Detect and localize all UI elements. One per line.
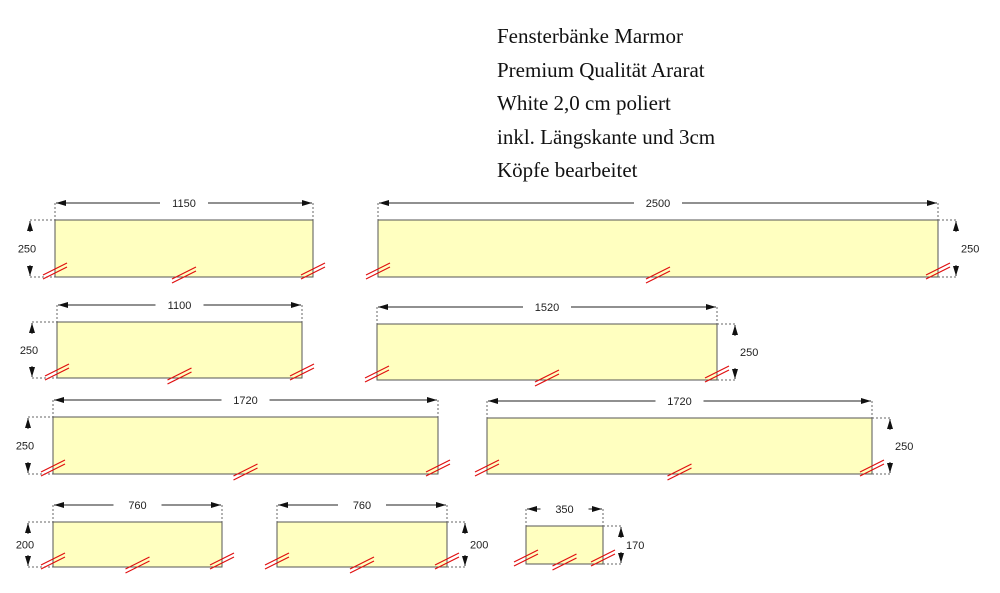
- edge-mark: [171, 270, 197, 284]
- edge-mark: [349, 556, 375, 570]
- edge-mark: [365, 266, 391, 280]
- edge-mark: [40, 556, 66, 570]
- edge-mark: [44, 367, 70, 381]
- width-label: 1520: [535, 302, 559, 314]
- width-label: 1720: [667, 396, 691, 408]
- edge-mark: [534, 369, 560, 383]
- slab-piece: 1150 250: [18, 198, 326, 284]
- edge-mark: [590, 553, 616, 567]
- edge-mark: [434, 552, 460, 566]
- slab-rect: [376, 323, 718, 381]
- title-line: Fensterbänke Marmor: [497, 24, 684, 48]
- edge-mark: [474, 459, 500, 473]
- edge-mark: [40, 463, 66, 477]
- edge-mark: [474, 463, 500, 477]
- slab-rect: [52, 521, 223, 568]
- edge-mark: [44, 363, 70, 377]
- slab-piece: 1100 250: [20, 300, 315, 385]
- edge-mark: [425, 463, 451, 477]
- height-label: 170: [626, 540, 644, 552]
- edge-mark: [645, 270, 671, 284]
- edge-mark: [552, 557, 577, 571]
- edge-mark: [40, 459, 66, 473]
- edge-mark: [667, 467, 692, 481]
- edge-mark: [209, 556, 235, 570]
- edge-mark: [125, 556, 150, 570]
- slab-rect: [525, 525, 604, 565]
- slab-piece: 1720 250: [16, 395, 451, 481]
- title-line: Köpfe bearbeitet: [497, 158, 638, 182]
- edge-mark: [859, 459, 885, 473]
- height-label: 250: [961, 244, 979, 256]
- title-line: White 2,0 cm poliert: [497, 91, 671, 115]
- edge-mark: [645, 266, 671, 280]
- edge-mark: [859, 463, 885, 477]
- edge-mark: [233, 467, 258, 481]
- edge-mark: [364, 365, 390, 379]
- width-label: 1100: [168, 300, 192, 312]
- edge-mark: [667, 463, 692, 477]
- height-label: 250: [740, 347, 758, 359]
- edge-mark: [300, 266, 326, 280]
- height-label: 200: [470, 540, 488, 552]
- edge-mark: [365, 262, 391, 276]
- edge-mark: [264, 556, 290, 570]
- slab-rect: [276, 521, 448, 568]
- edge-mark: [513, 553, 539, 567]
- slab-rect: [56, 321, 303, 379]
- slab-piece: 350 170: [513, 504, 644, 571]
- edge-mark: [171, 266, 197, 280]
- slab-piece: 1520 250: [364, 302, 758, 387]
- edge-mark: [534, 373, 560, 387]
- width-label: 350: [555, 504, 573, 516]
- slab-rect: [54, 219, 314, 278]
- title-line: inkl. Längskante und 3cm: [497, 124, 716, 149]
- title-block: Fensterbänke Marmor Premium Qualität Ara…: [497, 20, 715, 188]
- edge-mark: [167, 371, 192, 385]
- edge-mark: [289, 367, 315, 381]
- edge-mark: [364, 369, 390, 383]
- slab-rect: [486, 417, 873, 475]
- slab-rect: [52, 416, 439, 475]
- width-label: 760: [128, 500, 146, 512]
- edge-mark: [42, 266, 68, 280]
- edge-mark: [425, 459, 451, 473]
- height-label: 250: [895, 441, 913, 453]
- width-label: 760: [353, 500, 371, 512]
- height-label: 250: [18, 244, 36, 256]
- edge-mark: [925, 266, 951, 280]
- edge-mark: [704, 369, 730, 383]
- width-label: 1150: [172, 198, 196, 210]
- height-label: 250: [20, 345, 38, 357]
- edge-mark: [125, 560, 150, 574]
- edge-mark: [233, 463, 258, 477]
- edge-mark: [300, 262, 326, 276]
- edge-mark: [552, 553, 577, 567]
- edge-mark: [513, 549, 539, 563]
- width-label: 2500: [646, 198, 670, 210]
- slab-rect: [377, 219, 939, 278]
- height-label: 200: [16, 540, 34, 552]
- edge-mark: [264, 552, 290, 566]
- title-line: Premium Qualität Ararat: [497, 57, 705, 82]
- edge-mark: [167, 367, 192, 381]
- edge-mark: [40, 552, 66, 566]
- height-label: 250: [16, 441, 34, 453]
- edge-mark: [925, 262, 951, 276]
- slab-piece: 760 200: [264, 500, 488, 574]
- edge-mark: [349, 560, 375, 574]
- edge-mark: [434, 556, 460, 570]
- edge-mark: [209, 552, 235, 566]
- edge-mark: [704, 365, 730, 379]
- edge-mark: [590, 549, 616, 563]
- edge-mark: [289, 363, 315, 377]
- slab-piece: 2500 250: [365, 198, 979, 284]
- width-label: 1720: [233, 395, 257, 407]
- slab-piece: 1720 250: [474, 396, 913, 481]
- slab-piece: 760 200: [16, 500, 235, 574]
- edge-mark: [42, 262, 68, 276]
